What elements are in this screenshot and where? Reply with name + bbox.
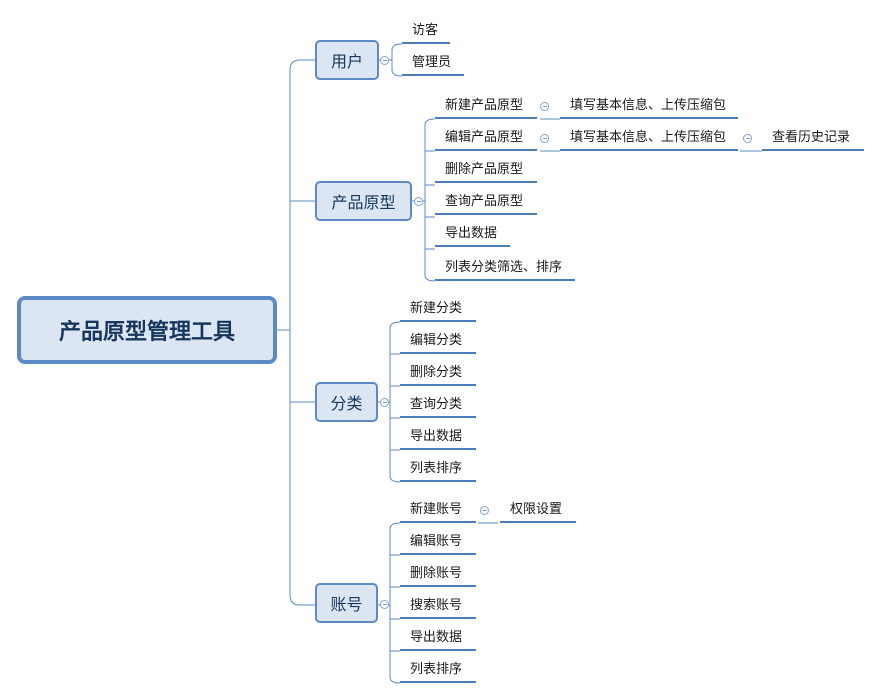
root-topic[interactable]: 产品原型管理工具	[17, 296, 277, 364]
node-list-filter-sort[interactable]: 列表分类筛选、排序	[435, 257, 575, 281]
branch-accounts[interactable]: 账号	[315, 583, 378, 623]
collapse-icon[interactable]	[540, 134, 549, 143]
node-fill-info-upload[interactable]: 填写基本信息、上传压缩包	[560, 95, 738, 119]
node-edit-account[interactable]: 编辑账号	[400, 531, 476, 555]
node-query-prototype[interactable]: 查询产品原型	[435, 191, 537, 215]
node-export-data[interactable]: 导出数据	[400, 426, 476, 450]
branch-users[interactable]: 用户	[315, 40, 379, 80]
node-edit-category[interactable]: 编辑分类	[400, 330, 476, 354]
node-create-account[interactable]: 新建账号	[400, 499, 476, 523]
node-delete-account[interactable]: 删除账号	[400, 563, 476, 587]
node-delete-prototype[interactable]: 删除产品原型	[435, 159, 537, 183]
node-list-sort[interactable]: 列表排序	[400, 659, 476, 683]
node-visitor[interactable]: 访客	[402, 20, 450, 44]
collapse-icon[interactable]	[380, 398, 389, 407]
collapse-icon[interactable]	[414, 197, 423, 206]
branch-prototypes[interactable]: 产品原型	[315, 181, 412, 221]
collapse-icon[interactable]	[540, 102, 549, 111]
node-admin[interactable]: 管理员	[402, 52, 464, 76]
node-permission-settings[interactable]: 权限设置	[500, 499, 576, 523]
node-query-category[interactable]: 查询分类	[400, 394, 476, 418]
node-delete-category[interactable]: 删除分类	[400, 362, 476, 386]
node-create-prototype[interactable]: 新建产品原型	[435, 95, 537, 119]
node-fill-info-upload-edit[interactable]: 填写基本信息、上传压缩包	[560, 127, 738, 151]
collapse-icon[interactable]	[743, 134, 752, 143]
node-list-sort[interactable]: 列表排序	[400, 458, 476, 482]
node-edit-prototype[interactable]: 编辑产品原型	[435, 127, 537, 151]
node-create-category[interactable]: 新建分类	[400, 298, 476, 322]
node-search-account[interactable]: 搜索账号	[400, 595, 476, 619]
node-export-data[interactable]: 导出数据	[400, 627, 476, 651]
collapse-icon[interactable]	[480, 506, 489, 515]
collapse-icon[interactable]	[380, 600, 389, 609]
node-export-data[interactable]: 导出数据	[435, 223, 510, 247]
branch-categories[interactable]: 分类	[315, 382, 378, 422]
collapse-icon[interactable]	[380, 56, 389, 65]
node-view-history[interactable]: 查看历史记录	[762, 127, 864, 151]
